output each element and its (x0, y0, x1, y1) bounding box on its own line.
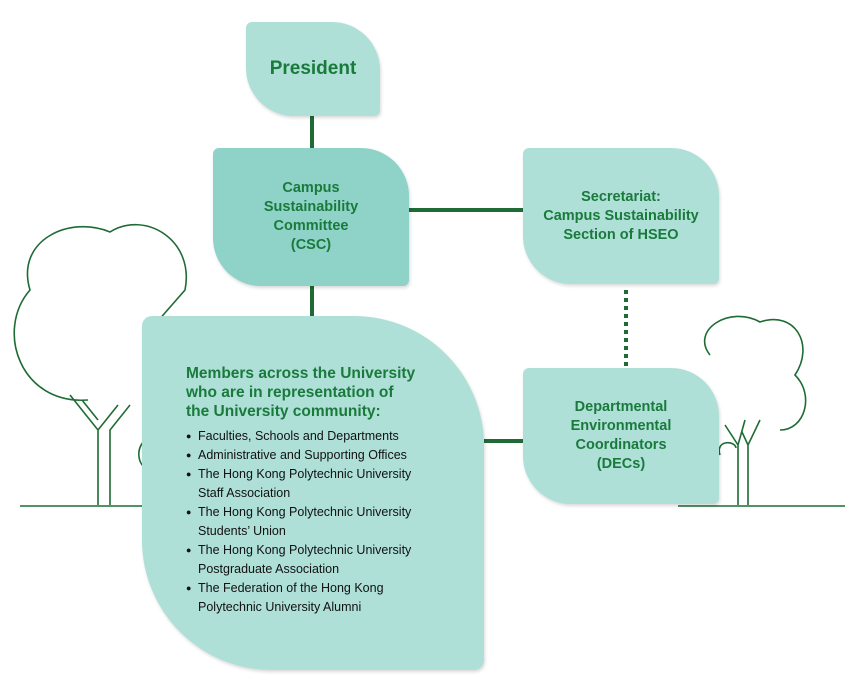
decs-label-line: Coordinators (575, 437, 667, 453)
secretariat-label-line: Secretariat: (581, 188, 661, 205)
secretariat-label-line: Campus Sustainability (543, 207, 699, 224)
list-item-line: Students’ Union (198, 524, 286, 538)
list-item-line: The Federation of the Hong Kong (198, 581, 384, 595)
csc-label-line: Sustainability (263, 199, 359, 215)
right-tree-icon (678, 315, 845, 507)
csc-label-line: Campus (282, 180, 340, 196)
president-label: President (269, 58, 357, 79)
list-item-line: Postgraduate Association (198, 562, 340, 576)
decs-label-line: Departmental (574, 399, 668, 415)
president-node: President (246, 22, 380, 116)
list-item-line: Polytechnic University Alumni (198, 600, 362, 614)
decs-label-line: (DECs) (596, 456, 646, 472)
list-item: The Hong Kong Polytechnic University Sta… (186, 465, 464, 503)
decs-label-line: Environmental (570, 418, 672, 434)
members-heading: Members across the University who are in… (186, 364, 464, 421)
list-item-line: Administrative and Supporting Offices (198, 448, 407, 462)
members-heading-line: the University community: (186, 403, 381, 420)
members-node: Members across the University who are in… (142, 316, 484, 670)
secretariat-node: Secretariat: Campus Sustainability Secti… (523, 148, 719, 284)
decs-node: Departmental Environmental Coordinators … (523, 368, 719, 504)
list-item: Faculties, Schools and Departments (186, 427, 464, 446)
list-item: The Hong Kong Polytechnic University Pos… (186, 541, 464, 579)
list-item-line: The Hong Kong Polytechnic University (198, 543, 412, 557)
list-item-line: Faculties, Schools and Departments (198, 429, 399, 443)
csc-label-line: (CSC) (290, 237, 332, 253)
connector-lines (310, 116, 628, 443)
list-item-line: Staff Association (198, 486, 291, 500)
list-item: Administrative and Supporting Offices (186, 446, 464, 465)
members-list: Faculties, Schools and Departments Admin… (186, 427, 464, 617)
members-heading-line: who are in representation of (186, 384, 394, 401)
secretariat-label-line: Section of HSEO (563, 226, 679, 243)
csc-node: Campus Sustainability Committee (CSC) (213, 148, 409, 286)
list-item-line: The Hong Kong Polytechnic University (198, 505, 412, 519)
list-item: The Federation of the Hong Kong Polytech… (186, 579, 464, 617)
list-item: The Hong Kong Polytechnic University Stu… (186, 503, 464, 541)
csc-label-line: Committee (273, 218, 349, 234)
list-item-line: The Hong Kong Polytechnic University (198, 467, 412, 481)
members-heading-line: Members across the University (186, 365, 416, 382)
